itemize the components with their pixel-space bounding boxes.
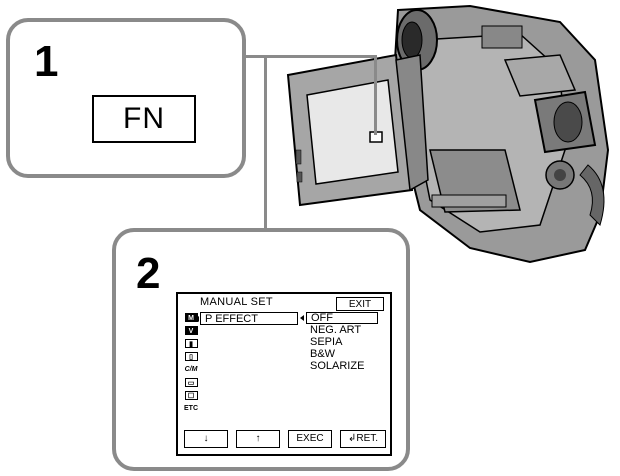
- step-number: 1: [34, 37, 59, 86]
- return-label: RET.: [356, 433, 379, 444]
- step-number: 2: [136, 249, 161, 298]
- option-bw[interactable]: B&W: [310, 348, 336, 360]
- playback-set-icon[interactable]: ▮: [181, 337, 201, 349]
- lcd-set-icon[interactable]: ▯: [181, 350, 201, 362]
- p-effect-options: OFF NEG. ART SEPIA B&W SOLARIZE: [300, 312, 378, 372]
- menu-category-icons: M V ▮ ▯ C/M ▭ ☐ ETC: [181, 311, 201, 415]
- leader-line-step1-to-step2: [264, 55, 267, 230]
- fn-button[interactable]: FN: [92, 95, 196, 143]
- step-2-panel: 2 MANUAL SET EXIT M V ▮ ▯ C/M ▭ ☐ ETC P …: [112, 228, 410, 471]
- option-sepia[interactable]: SEPIA: [310, 336, 343, 348]
- menu-item-p-effect[interactable]: P EFFECT: [195, 312, 298, 325]
- leader-line-step1-to-button: [246, 55, 376, 58]
- menu-title: MANUAL SET: [200, 296, 273, 308]
- step-1-panel: 1 FN: [6, 18, 246, 178]
- return-arrow-icon: ↲: [347, 433, 357, 444]
- option-off[interactable]: OFF: [300, 312, 378, 324]
- setup-menu-icon[interactable]: ☐: [181, 389, 201, 401]
- option-solarize[interactable]: SOLARIZE: [310, 360, 365, 372]
- option-neg-art[interactable]: NEG. ART: [310, 324, 362, 336]
- up-arrow-button[interactable]: ↑: [236, 430, 280, 448]
- etc-icon[interactable]: ETC: [184, 404, 198, 412]
- bottom-button-bar: ↓ ↑ EXEC ↲RET.: [178, 430, 390, 450]
- lcd-menu-screen: MANUAL SET EXIT M V ▮ ▯ C/M ▭ ☐ ETC P EF…: [176, 292, 392, 456]
- exit-button[interactable]: EXIT: [336, 297, 384, 311]
- return-button[interactable]: ↲RET.: [340, 430, 386, 448]
- leader-line-button-vertical: [374, 55, 377, 135]
- cm-set-icon[interactable]: C/M: [184, 365, 198, 373]
- camera-set-icon[interactable]: V: [181, 324, 201, 336]
- exec-button[interactable]: EXEC: [288, 430, 332, 448]
- down-arrow-button[interactable]: ↓: [184, 430, 228, 448]
- tape-set-icon[interactable]: ▭: [181, 376, 201, 388]
